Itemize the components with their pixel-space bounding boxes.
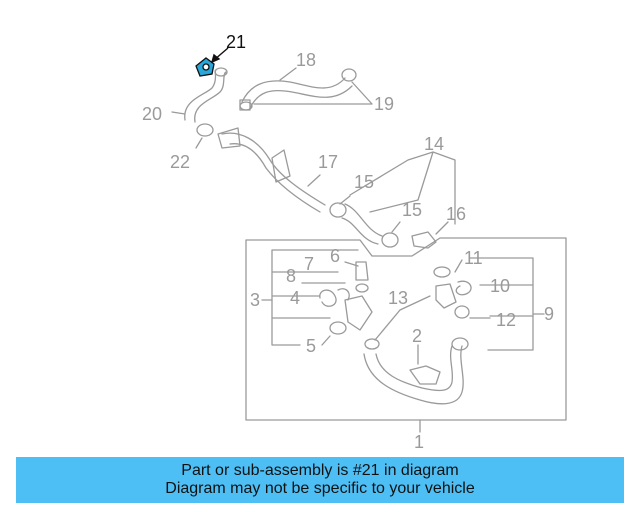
label-9: 9 (544, 304, 554, 324)
label-1: 1 (414, 432, 424, 452)
part-21-highlight (195, 57, 215, 77)
label-19: 19 (374, 94, 394, 114)
part-15a (329, 202, 347, 218)
label-15b: 15 (402, 200, 422, 220)
bracket-9 (469, 257, 534, 351)
part-2 (409, 365, 441, 385)
part-12 (454, 305, 470, 319)
label-3: 3 (250, 290, 260, 310)
clamp-19b (239, 99, 251, 111)
label-14: 14 (424, 134, 444, 154)
part-8 (337, 288, 350, 301)
label-8: 8 (286, 266, 296, 286)
bracket-3 (271, 249, 359, 346)
part-15b (381, 232, 399, 248)
label-22: 22 (170, 152, 190, 172)
part-11 (433, 266, 451, 278)
info-banner: Part or sub-assembly is #21 in diagram D… (16, 457, 624, 503)
label-7: 7 (304, 254, 314, 274)
assembly-outline (245, 237, 567, 421)
hose-18 (241, 77, 346, 103)
label-5: 5 (306, 336, 316, 356)
label-18: 18 (296, 50, 316, 70)
label-15a: 15 (354, 172, 374, 192)
clamp-22 (196, 123, 214, 137)
leader-13 (374, 295, 431, 341)
label-20: 20 (142, 104, 162, 124)
arrow-21 (210, 47, 229, 64)
label-2: 2 (412, 326, 422, 346)
banner-line-1: Part or sub-assembly is #21 in diagram (181, 462, 459, 479)
label-4: 4 (290, 288, 300, 308)
label-6: 6 (330, 246, 340, 266)
part-right-housing (435, 283, 457, 309)
part-housing (344, 295, 373, 331)
label-12: 12 (496, 310, 516, 330)
label-17: 17 (318, 152, 338, 172)
part-4 (319, 289, 337, 307)
banner-line-2: Diagram may not be specific to your vehi… (165, 480, 475, 497)
part-6 (355, 261, 369, 281)
label-11: 11 (464, 248, 483, 268)
label-16: 16 (446, 204, 466, 224)
hose-main (363, 345, 464, 405)
leader-14 (349, 151, 456, 225)
part-5 (329, 321, 347, 335)
parts-diagram: 21 18 19 20 22 17 14 15 15 16 6 7 8 3 4 … (142, 32, 567, 452)
part-7 (355, 283, 369, 293)
hose-20 (184, 69, 217, 121)
label-21: 21 (226, 32, 246, 52)
label-10: 10 (490, 276, 510, 296)
part-16 (411, 231, 437, 249)
clamp-19a (341, 68, 357, 82)
part-10 (455, 280, 472, 296)
label-13: 13 (388, 288, 408, 308)
